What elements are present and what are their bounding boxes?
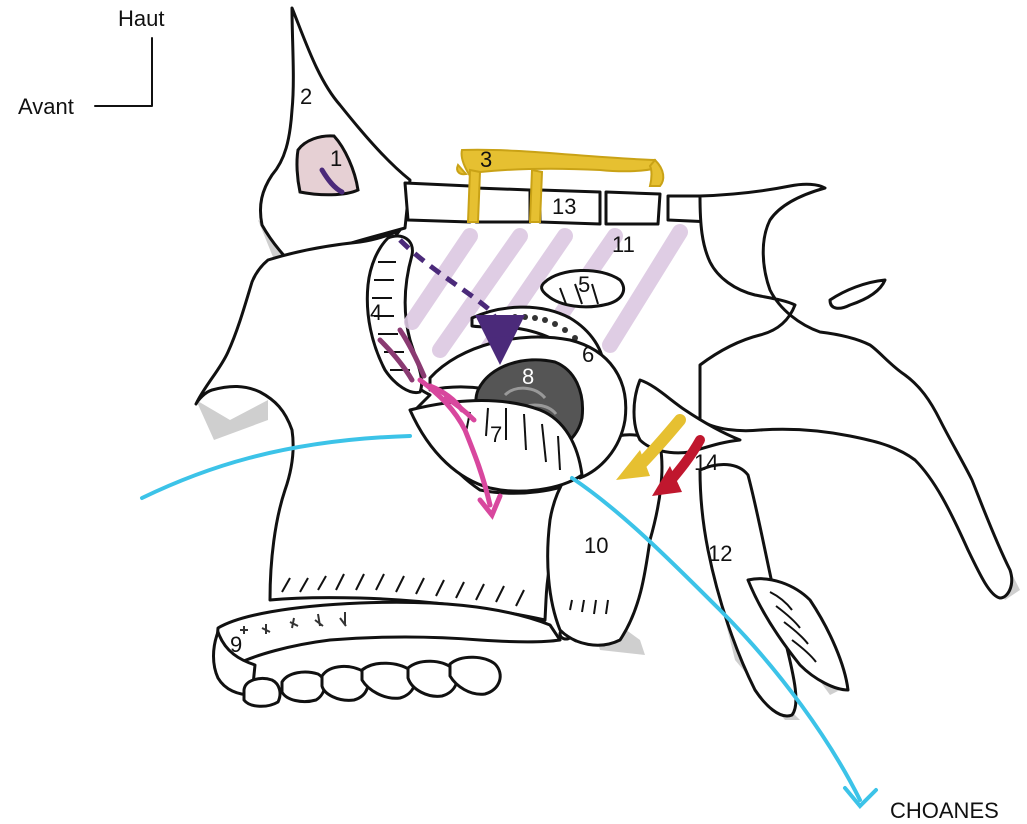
label-1: 1 [330, 146, 342, 171]
label-4: 4 [370, 300, 382, 325]
label-10: 10 [584, 533, 608, 558]
label-3: 3 [480, 147, 492, 172]
choanes-label: CHOANES [890, 798, 999, 823]
label-13: 13 [552, 194, 576, 219]
palate [214, 602, 561, 706]
label-5: 5 [578, 272, 590, 297]
label-8: 8 [522, 364, 534, 389]
orientation-indicator: Haut Avant [18, 6, 164, 119]
orientation-front-label: Avant [18, 94, 74, 119]
lateral-plate [700, 465, 848, 716]
label-11: 11 [612, 232, 635, 257]
label-7: 7 [490, 422, 502, 447]
label-9: 9 [230, 632, 242, 657]
label-2: 2 [300, 84, 312, 109]
label-12: 12 [708, 541, 732, 566]
tooth-row [244, 657, 500, 706]
label-6: 6 [582, 342, 594, 367]
orientation-up-label: Haut [118, 6, 164, 31]
label-14: 14 [694, 450, 718, 475]
